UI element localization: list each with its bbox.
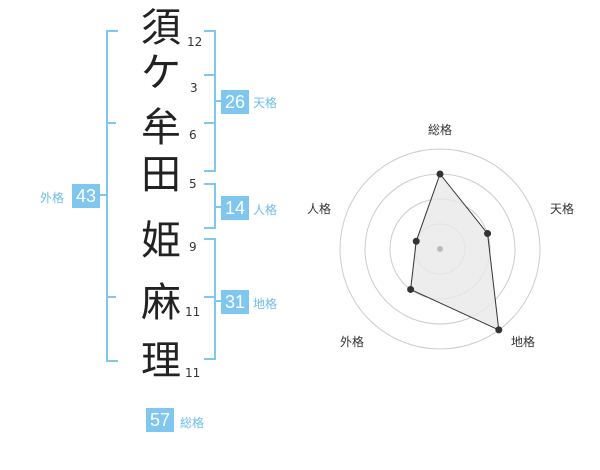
radar-point-2 [484, 230, 492, 238]
tenkaku-bracket-tick [204, 122, 214, 124]
name-char-6: 麻 [141, 280, 181, 326]
chikaku-bracket-tick [204, 296, 214, 298]
chikaku-bracket-link [215, 300, 222, 302]
tenkaku-bracket-tick [204, 74, 214, 76]
radar-label-soukaku: 総格 [428, 122, 452, 137]
stroke-count-2: 3 [190, 81, 198, 95]
name-char-4: 田 [141, 152, 181, 198]
soukaku-value: 57 [146, 408, 175, 432]
radar-label-gaikaku: 外格 [340, 334, 364, 349]
radar-score-points [407, 170, 503, 334]
stroke-count-7: 11 [185, 366, 201, 380]
stroke-count-6: 11 [185, 305, 201, 319]
radar-point-4 [407, 285, 415, 293]
name-char-1: 須 [141, 5, 181, 51]
name-char-7: 理 [141, 338, 181, 384]
gaikaku-value: 43 [72, 184, 101, 208]
chikaku-bracket [204, 238, 216, 360]
tenkaku-value: 26 [221, 90, 250, 114]
radar-point-1 [436, 170, 444, 178]
gaikaku-label: 外格 [40, 191, 65, 205]
chikaku-value: 31 [221, 290, 250, 314]
name-char-2: ケ [141, 50, 181, 96]
soukaku-label: 総格 [180, 416, 205, 430]
stroke-count-4: 5 [189, 177, 197, 191]
name-char-5: 姫 [141, 218, 181, 264]
gaikaku-bracket-tick [106, 296, 116, 298]
radar-point-3 [495, 326, 503, 334]
chikaku-label: 地格 [253, 297, 278, 311]
jinkaku-label: 人格 [253, 203, 278, 217]
jinkaku-bracket-link [215, 206, 222, 208]
stroke-count-3: 6 [189, 128, 197, 142]
radar-label-jinkaku: 人格 [307, 201, 331, 216]
gaikaku-bracket-tick [106, 122, 116, 124]
name-char-3: 牟 [141, 105, 181, 151]
jinkaku-value: 14 [221, 196, 250, 220]
stroke-count-5: 9 [189, 240, 197, 254]
gaikaku-bracket [106, 30, 118, 362]
gaikaku-bracket-link [98, 194, 107, 196]
fortune-radar-chart: 総格 天格 地格 外格 人格 [307, 122, 574, 350]
stroke-count-1: 12 [187, 35, 203, 49]
tenkaku-label: 天格 [253, 96, 278, 110]
radar-label-tenkaku: 天格 [550, 201, 574, 216]
radar-center-dot [437, 246, 443, 252]
radar-point-5 [412, 237, 420, 245]
radar-label-chikaku: 地格 [511, 334, 535, 349]
radar-score-polygon [410, 172, 500, 331]
radar-ring [339, 148, 541, 350]
tenkaku-bracket-link [215, 100, 222, 102]
